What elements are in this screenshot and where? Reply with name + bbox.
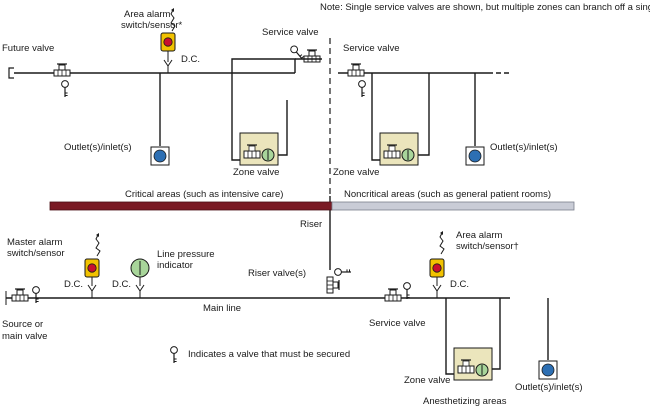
service-valve-top-left-icon	[303, 49, 321, 63]
riser-valve-key-icon	[334, 268, 352, 276]
dc-marker-icon	[135, 284, 145, 299]
main-line-label: Main line	[203, 303, 241, 314]
dc-top-label: D.C.	[181, 54, 200, 65]
outlet-right-icon	[465, 146, 485, 166]
anesthetizing-areas-label: Anesthetizing areas	[423, 396, 507, 407]
outlet-left-label: Outlet(s)/inlet(s)	[64, 142, 132, 153]
future-valve-label: Future valve	[2, 43, 54, 54]
master-alarm-icon	[84, 258, 100, 278]
service-valve-top-right-label: Service valve	[343, 43, 400, 54]
riser-valve-icon	[326, 276, 340, 294]
area-alarm-top-label-1: Area alarm	[124, 9, 171, 20]
outlet-bottom-label: Outlet(s)/inlet(s)	[515, 382, 583, 393]
service-valve-top-left-label: Service valve	[262, 27, 319, 38]
dc-marker-icon	[87, 284, 97, 299]
service-valve-top-right-icon	[347, 63, 365, 77]
line-pressure-label-2: indicator	[157, 260, 193, 271]
zone-valve-right-label: Zone valve	[333, 167, 379, 178]
area-alarm-bottom-label-2: switch/sensor†	[456, 241, 519, 252]
legend-key-icon	[170, 346, 178, 364]
dc-bottom-label: D.C.	[450, 279, 469, 290]
anesthetizing-loop	[445, 298, 454, 375]
zone-loop-left	[231, 58, 296, 161]
area-alarm-bottom-label-1: Area alarm	[456, 230, 503, 241]
outlet-bottom-icon	[538, 360, 558, 380]
critical-areas-label: Critical areas (such as intensive care)	[125, 189, 283, 200]
master-alarm-label-2: switch/sensor	[7, 248, 65, 259]
service-valve-bottom-key-icon	[403, 282, 411, 300]
master-alarm-label-1: Master alarm	[7, 237, 63, 248]
source-valve-icon	[11, 288, 29, 302]
outlet-right-label: Outlet(s)/inlet(s)	[490, 142, 558, 153]
noncritical-areas-label: Noncritical areas (such as general patie…	[344, 189, 551, 200]
zone-valve-box-right-icon	[379, 132, 419, 166]
zone-valve-left-label: Zone valve	[233, 167, 279, 178]
service-valve-bottom-label: Service valve	[369, 318, 426, 329]
source-valve-label-1: Source or	[2, 319, 43, 330]
noncritical-areas-band	[331, 201, 575, 211]
source-valve-label-2: main valve	[2, 331, 47, 342]
riser-valves-label: Riser valve(s)	[248, 268, 306, 279]
area-alarm-top-icon	[160, 32, 176, 52]
riser-label: Riser	[300, 219, 322, 230]
future-valve-icon	[53, 63, 71, 77]
dc-pressure-label: D.C.	[112, 279, 131, 290]
note-text: Note: Single service valves are shown, b…	[320, 2, 650, 13]
secured-valve-legend: Indicates a valve that must be secured	[188, 349, 350, 360]
area-alarm-top-label-2: switch/sensor*	[121, 20, 183, 31]
pipe-cap	[8, 67, 14, 79]
service-valve-top-right-key-icon	[358, 79, 366, 98]
zone-valve-bottom-label: Zone valve	[404, 375, 450, 386]
zone-valve-box-bottom-icon	[453, 347, 493, 381]
outlet-left-icon	[150, 146, 170, 166]
dc-marker-icon	[432, 284, 442, 299]
master-alarm-signal-icon	[95, 232, 101, 257]
dc-master-label: D.C.	[64, 279, 83, 290]
area-alarm-bottom-icon	[429, 258, 445, 278]
line-pressure-label-1: Line pressure	[157, 249, 215, 260]
zone-valve-box-left-icon	[239, 132, 279, 166]
service-valve-bottom-icon	[384, 288, 402, 302]
zone-loop-right	[371, 73, 380, 161]
critical-areas-band	[49, 201, 333, 211]
area-alarm-bottom-signal-icon	[439, 230, 445, 255]
future-valve-key-icon	[60, 79, 70, 98]
source-valve-key-icon	[31, 286, 41, 304]
